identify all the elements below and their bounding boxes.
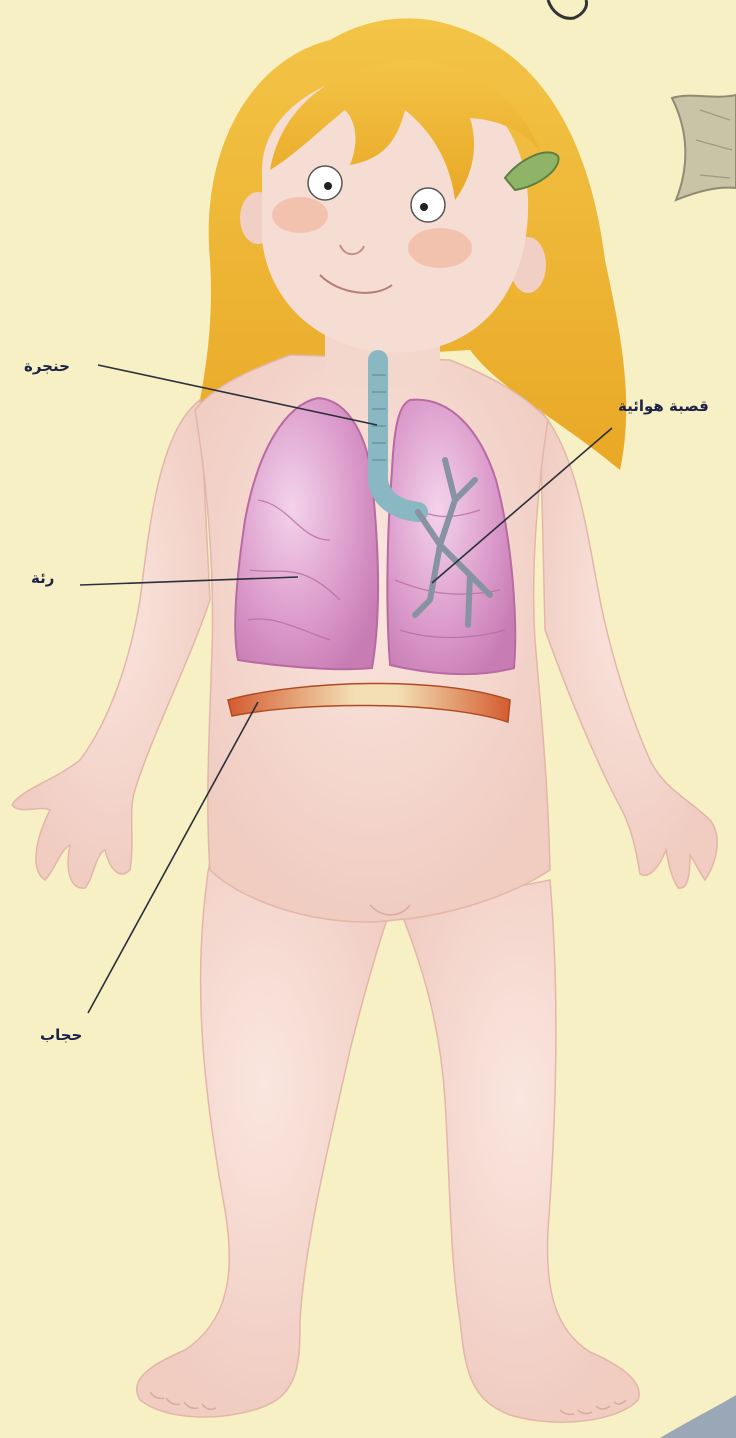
fish-tail-decoration — [672, 95, 736, 200]
top-decoration — [548, 0, 587, 18]
legs — [137, 860, 639, 1422]
label-diaphragm: حجاب — [40, 1026, 82, 1044]
left-eye-icon — [308, 166, 342, 200]
label-bronchi: قصبة هوائية — [618, 397, 709, 415]
bottom-right-decoration — [660, 1395, 736, 1438]
label-lung: رئة — [31, 569, 54, 587]
right-eye-icon — [411, 188, 445, 222]
label-larynx: حنجرة — [24, 357, 70, 375]
